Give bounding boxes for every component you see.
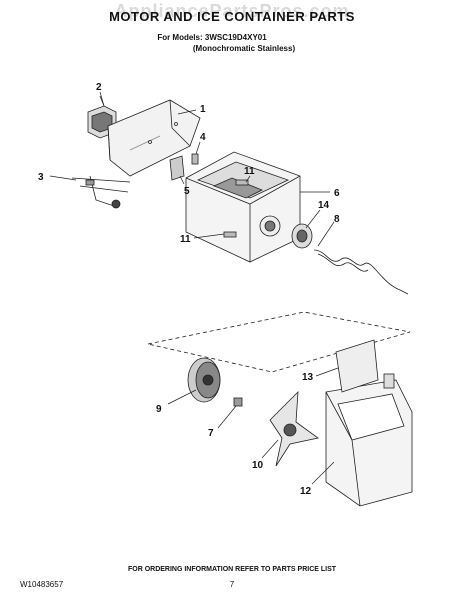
part-3-harness: [71, 175, 131, 209]
callout-6: 6: [334, 188, 340, 199]
part-9-hub: [187, 357, 221, 403]
part-10-blade: [269, 390, 319, 467]
callout-9: 9: [156, 404, 162, 415]
callout-10: 10: [252, 460, 264, 471]
callout-12: 12: [300, 486, 312, 497]
callout-11-upper: 11: [244, 166, 255, 177]
ordering-note: FOR ORDERING INFORMATION REFER TO PARTS …: [127, 566, 337, 573]
part-8-auger-wire: [313, 249, 409, 295]
leader-lines: [49, 91, 339, 485]
watermark: AppliancePartsPros.com: [114, 1, 350, 21]
callout-13: 13: [302, 372, 314, 383]
page-number: 7: [229, 580, 235, 589]
callout-1: 1: [200, 104, 206, 115]
part-5-clip: [169, 155, 185, 181]
models-line: For Models: 3WSC19D4XY01: [157, 33, 267, 42]
callout-11-lower: 11: [180, 234, 191, 245]
variant-line: (Monochromatic Stainless): [192, 44, 296, 53]
dashed-plane: [147, 311, 411, 373]
callout-3: 3: [38, 172, 44, 183]
callout-2: 2: [96, 82, 102, 93]
part-6-housing: [185, 151, 301, 263]
callout-4: 4: [200, 132, 206, 143]
part-4-screw: [191, 153, 199, 165]
part-14-grommet: [291, 223, 313, 249]
callout-7: 7: [208, 428, 214, 439]
callout-8: 8: [334, 214, 340, 225]
part-11-screws: [223, 179, 249, 238]
part-1-bracket: [107, 99, 201, 177]
doc-number: W10483657: [20, 580, 64, 589]
callout-5: 5: [184, 186, 190, 197]
page-title: MOTOR AND ICE CONTAINER PARTS: [109, 9, 355, 24]
part-12-ice-bin: [325, 373, 413, 507]
callout-14: 14: [318, 200, 330, 211]
part-13-flap: [335, 339, 379, 393]
part-7-nut: [233, 397, 243, 407]
